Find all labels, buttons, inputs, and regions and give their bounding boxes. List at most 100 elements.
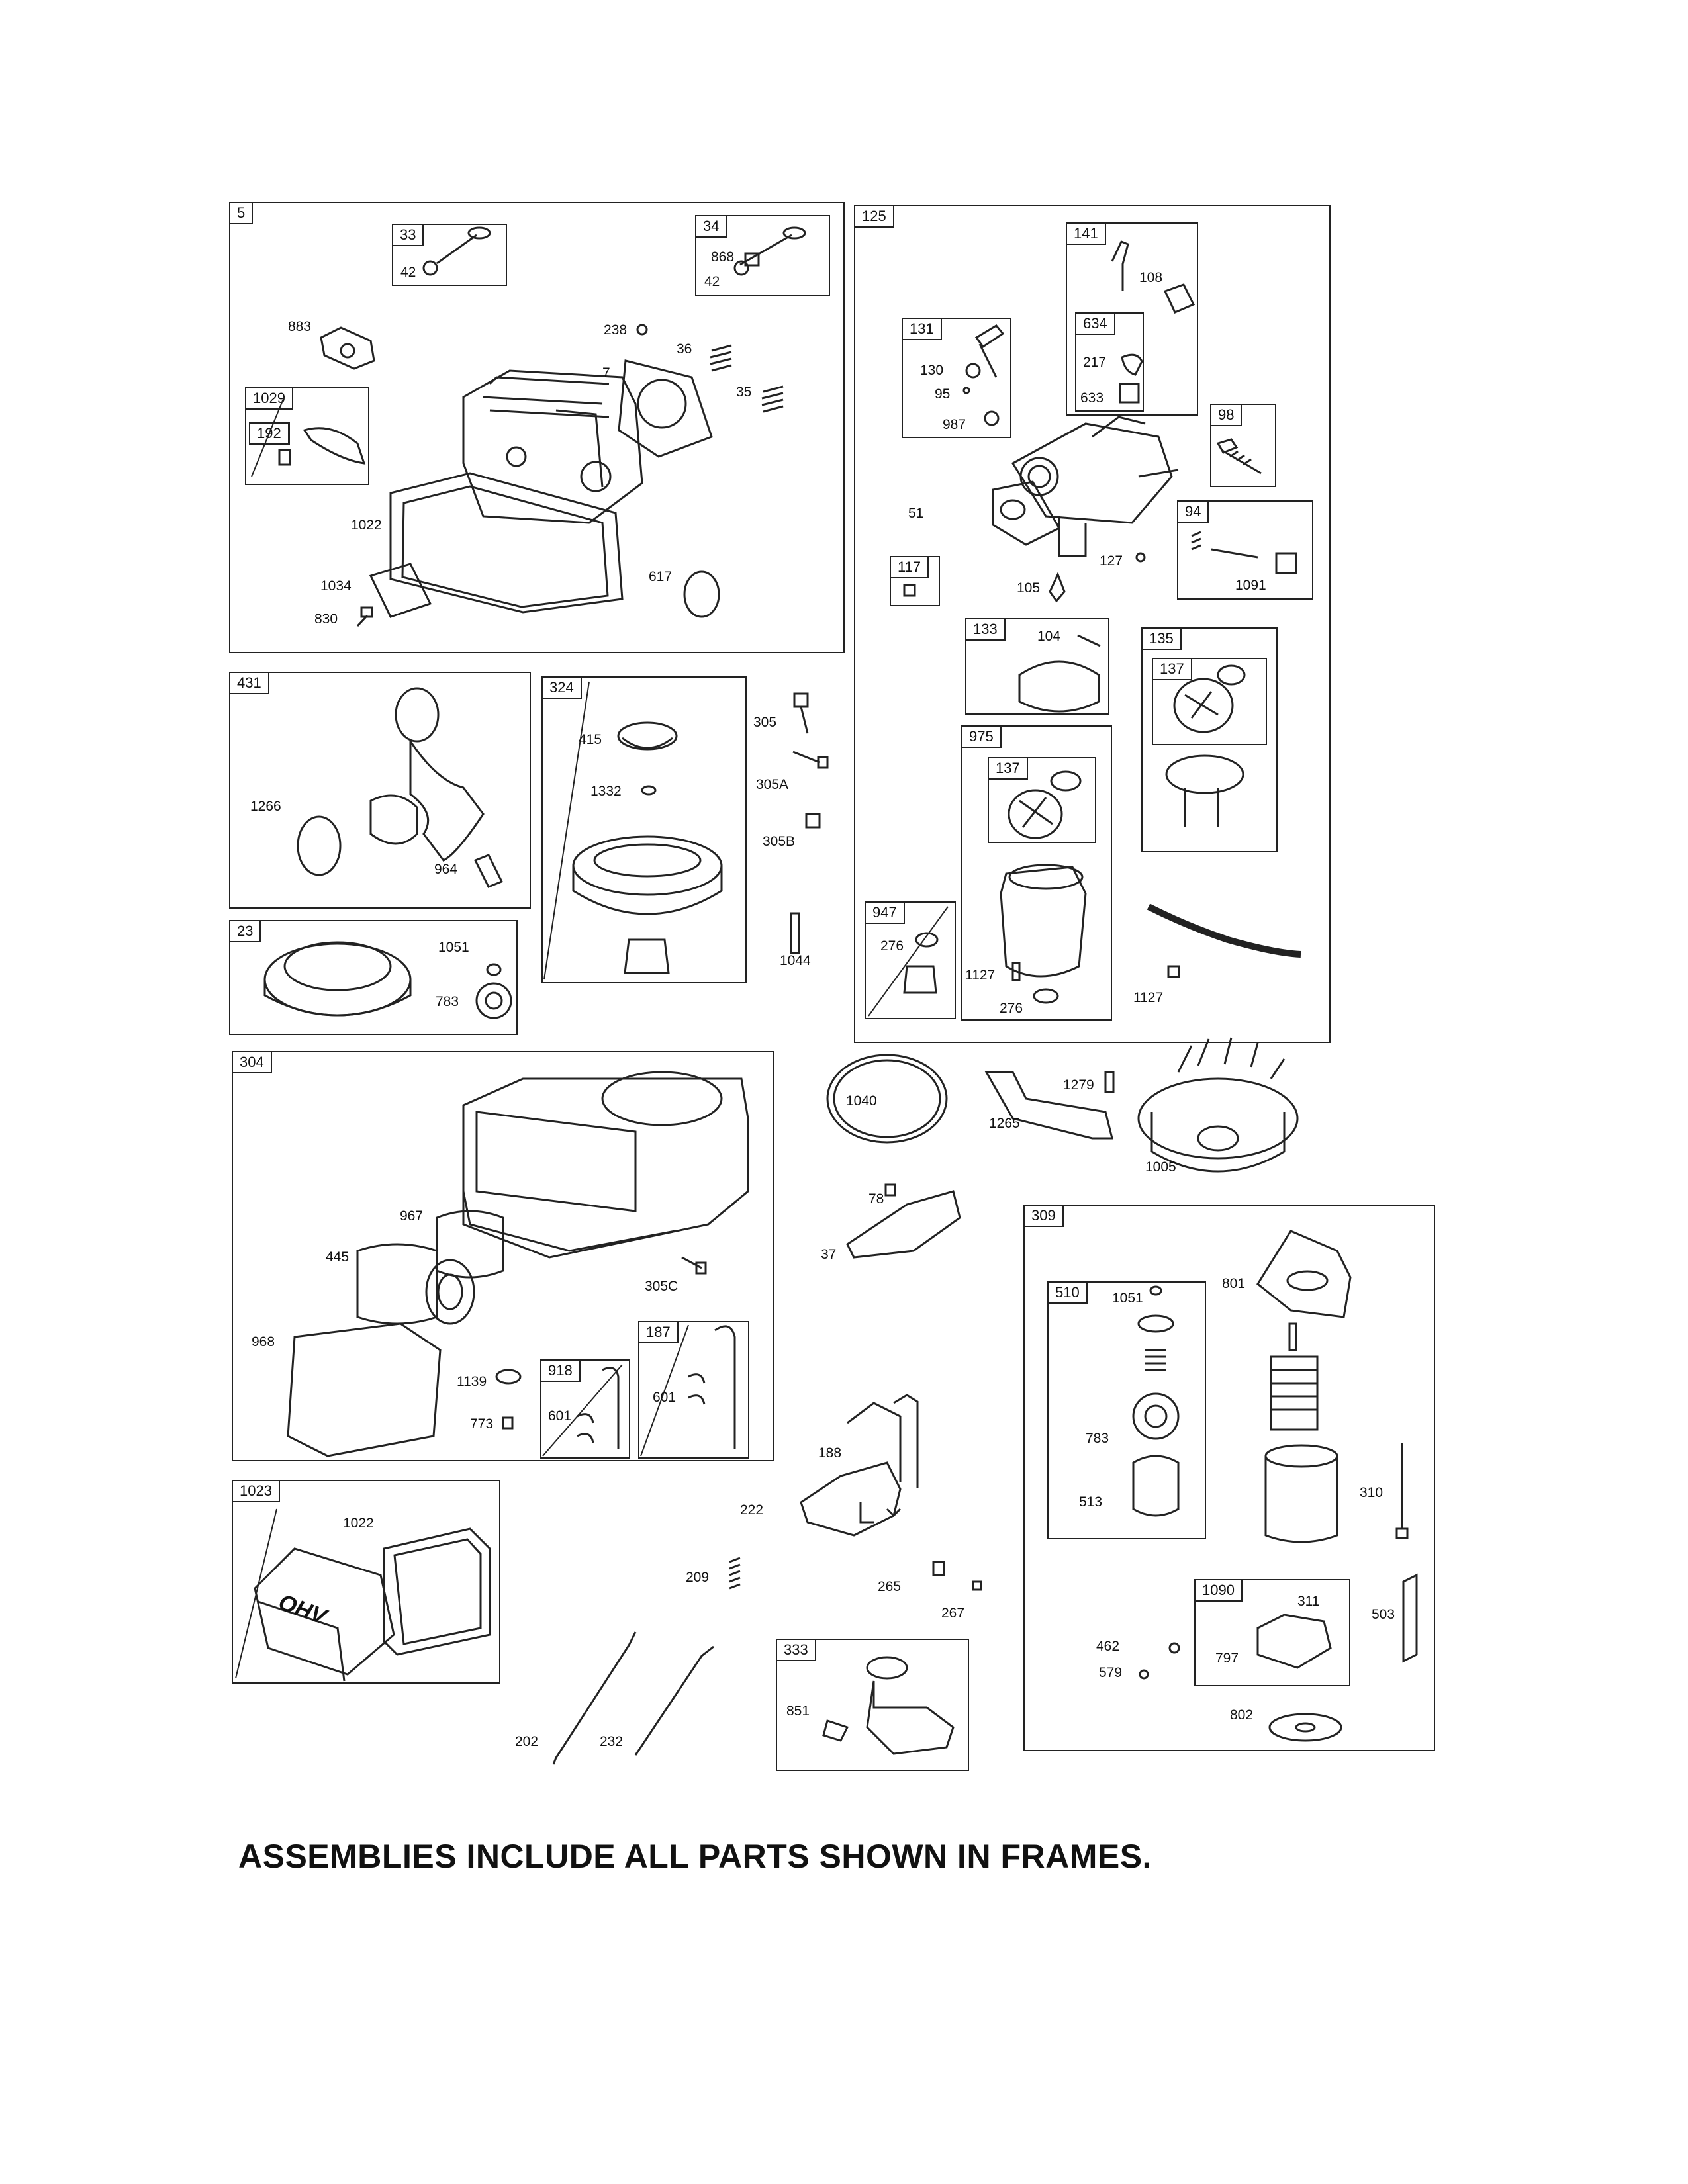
part-number: 267: [941, 1606, 965, 1621]
frame-tag: 23: [230, 921, 261, 942]
frame-tag: 918: [541, 1361, 581, 1382]
frame-tag: 975: [962, 727, 1002, 748]
frame-133: 133: [965, 618, 1109, 715]
part-number: 95: [935, 387, 951, 402]
part-number: 987: [943, 417, 966, 432]
part-number: 783: [1086, 1431, 1109, 1446]
frame-tag: 33: [393, 225, 424, 246]
frame-tag: 137: [989, 758, 1028, 780]
part-number: 967: [400, 1208, 424, 1224]
frame-tag: 1029: [246, 388, 293, 410]
frame-33: 33: [392, 224, 507, 286]
frame-tag: 137: [1153, 659, 1192, 680]
part-number: 1332: [590, 784, 622, 799]
part-number: 217: [1083, 355, 1107, 370]
frame-137-a: 137: [1152, 658, 1267, 745]
part-number: 36: [677, 341, 692, 357]
frame-125: 125: [854, 205, 1331, 1043]
frame-117: 117: [890, 556, 940, 606]
frame-34: 34: [695, 215, 830, 296]
part-number: 311: [1297, 1594, 1320, 1609]
part-number: 305: [753, 715, 777, 730]
part-number: 579: [1099, 1665, 1123, 1680]
frame-131: 131: [902, 318, 1011, 438]
frame-1029: 1029: [245, 387, 369, 485]
frame-510: 510: [1047, 1281, 1206, 1539]
frame-tag: 141: [1067, 224, 1106, 245]
part-number: 188: [818, 1445, 842, 1461]
part-number: 238: [604, 322, 628, 338]
frame-tag: 1023: [233, 1481, 280, 1502]
frame-tag: 510: [1049, 1283, 1088, 1304]
part-number: 276: [880, 938, 904, 954]
part-number: 964: [434, 862, 458, 877]
part-number: 415: [579, 732, 602, 747]
part-number: 1266: [250, 799, 281, 814]
part-number: 601: [548, 1408, 572, 1424]
part-number: 130: [920, 363, 944, 378]
frame-135: 135: [1141, 627, 1278, 852]
part-number: 51: [908, 506, 924, 521]
frame-1090: 1090: [1194, 1579, 1350, 1686]
part-number: 202: [515, 1734, 539, 1749]
part-number: 802: [1230, 1707, 1254, 1723]
frame-tag: 431: [230, 673, 269, 694]
part-number: 503: [1372, 1607, 1395, 1622]
part-number: 445: [326, 1250, 350, 1265]
frame-tag: 125: [855, 206, 894, 228]
part-number: 232: [600, 1734, 624, 1749]
frame-tag: 131: [903, 319, 942, 340]
part-number: 851: [786, 1704, 810, 1719]
part-number: 883: [288, 319, 312, 334]
frame-975: 975: [961, 725, 1112, 1021]
part-number: 462: [1096, 1639, 1120, 1654]
frame-333: 333: [776, 1639, 969, 1771]
part-number: 78: [868, 1191, 884, 1206]
part-number: 105: [1017, 580, 1041, 596]
part-number: 830: [314, 612, 338, 627]
part-number: 7: [602, 365, 610, 381]
frame-tag: 634: [1076, 314, 1115, 335]
assemblies-note: ASSEMBLIES INCLUDE ALL PARTS SHOWN IN FR…: [238, 1838, 1152, 1875]
frame-tag: 135: [1143, 629, 1182, 650]
part-number: 797: [1215, 1651, 1239, 1666]
part-number: 1265: [989, 1116, 1020, 1131]
frame-tag: 309: [1025, 1206, 1064, 1227]
part-number: 1022: [351, 518, 382, 533]
frame-947: 947: [865, 901, 956, 1019]
part-number: 104: [1037, 629, 1061, 644]
part-number: 127: [1100, 553, 1123, 569]
frame-tag: 5: [230, 203, 254, 224]
frame-634: 634: [1075, 312, 1144, 412]
part-number: 1044: [780, 953, 811, 968]
part-number: 37: [821, 1247, 837, 1262]
part-number: 42: [704, 274, 720, 289]
part-number: 633: [1080, 390, 1104, 406]
frame-187: 187: [638, 1321, 749, 1459]
part-number: 1127: [1133, 990, 1164, 1005]
part-number: 209: [686, 1570, 710, 1585]
part-number: 601: [653, 1390, 677, 1405]
part-number: 1139: [457, 1374, 487, 1389]
part-number: 1051: [1112, 1291, 1143, 1306]
part-number: 1005: [1145, 1160, 1176, 1175]
part-number: 265: [878, 1579, 902, 1594]
part-number: 310: [1360, 1485, 1383, 1500]
part-number: 773: [470, 1416, 494, 1432]
frame-tag: 324: [543, 678, 582, 699]
frame-918: 918: [540, 1359, 630, 1459]
part-number: 1279: [1063, 1077, 1094, 1093]
part-number: 42: [400, 265, 416, 280]
part-number: 1051: [438, 940, 469, 955]
part-number: 35: [736, 385, 752, 400]
frame-5: 5: [229, 202, 845, 653]
frame-141: 141: [1066, 222, 1198, 416]
frame-304: 304: [232, 1051, 774, 1461]
part-number: 276: [1000, 1001, 1023, 1016]
frame-1023: 1023: [232, 1480, 500, 1684]
part-number: 513: [1079, 1494, 1103, 1510]
